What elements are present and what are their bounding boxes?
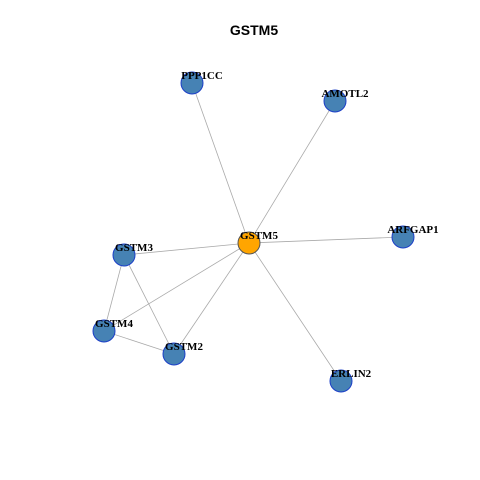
node-label-gstm5: GSTM5	[240, 230, 278, 242]
node-arfgap1: ARFGAP1	[387, 224, 439, 249]
node-circle-ppp1cc	[180, 71, 204, 95]
node-label-arfgap1: ARFGAP1	[387, 224, 438, 236]
node-label-gstm3: GSTM3	[115, 242, 153, 254]
node-label-gstm2: GSTM2	[165, 341, 203, 353]
node-ppp1cc: PPP1CC	[180, 70, 223, 95]
node-circle-gstm3	[112, 243, 136, 267]
edge-gstm5-gstm4	[103, 242, 250, 332]
nodes-layer: GSTM5 PPP1CC AMOTL2ARFGAP1GSTM3GSTM4GSTM2E…	[92, 70, 439, 393]
node-gstm4: GSTM4	[92, 318, 133, 343]
node-circle-erlin2	[329, 369, 353, 393]
node-gstm5: GSTM5	[237, 230, 278, 255]
node-circle-amotl2	[323, 89, 347, 113]
edge-gstm4-gstm2	[103, 330, 175, 355]
graph-title: GSTM5	[230, 22, 278, 38]
edge-gstm5-amotl2	[248, 100, 336, 244]
node-amotl2: AMOTL2	[321, 88, 369, 113]
node-circle-arfgap1	[391, 225, 415, 249]
edge-gstm5-arfgap1	[248, 236, 404, 244]
edge-gstm3-gstm2	[123, 254, 175, 355]
edge-gstm5-erlin2	[248, 242, 342, 382]
node-label-ppp1cc: PPP1CC	[181, 70, 223, 82]
edge-gstm5-gstm3	[123, 242, 250, 256]
edge-gstm5-gstm2	[173, 242, 250, 355]
node-label-amotl2: AMOTL2	[321, 88, 369, 100]
edge-gstm3-gstm4	[103, 254, 125, 332]
edge-gstm5-ppp1cc	[191, 82, 250, 244]
node-label-erlin2: ERLIN2	[331, 368, 372, 380]
node-circle-gstm5	[237, 231, 261, 255]
node-circle-gstm4	[92, 319, 116, 343]
node-erlin2: ERLIN2	[329, 368, 372, 393]
node-label-gstm4: GSTM4	[95, 318, 133, 330]
edges-layer	[103, 82, 404, 382]
node-gstm3: GSTM3	[112, 242, 153, 267]
node-gstm2: GSTM2	[162, 341, 203, 366]
node-circle-gstm2	[162, 342, 186, 366]
